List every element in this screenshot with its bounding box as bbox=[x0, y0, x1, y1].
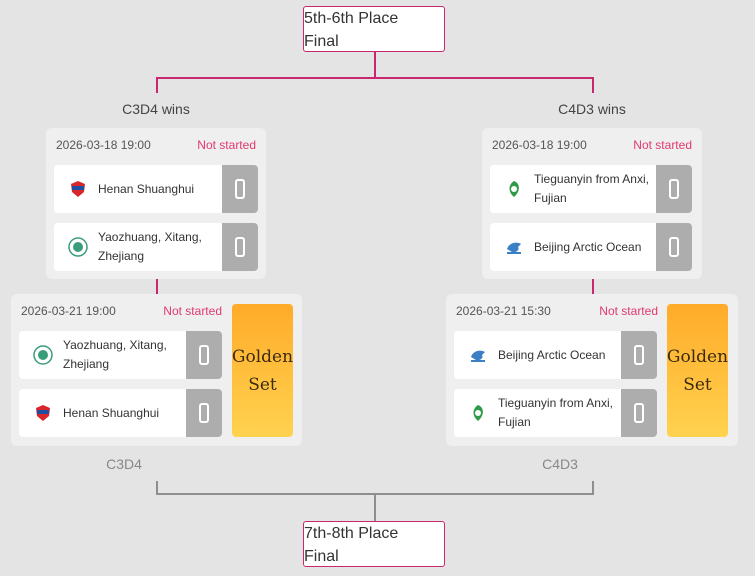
match-status: Not started bbox=[633, 138, 692, 152]
score-digit: 0 bbox=[669, 179, 679, 199]
match-time: 2026-03-18 19:00 bbox=[492, 138, 587, 152]
score-digit: 0 bbox=[634, 345, 644, 365]
match-time: 2026-03-21 19:00 bbox=[21, 304, 116, 318]
match-card-left-lower[interactable]: 2026-03-21 19:00 Not started Yaozhuang, … bbox=[11, 294, 302, 446]
right-wins-label: C4D3 wins bbox=[558, 101, 626, 117]
left-bottom-label: C3D4 bbox=[106, 456, 142, 472]
top-connector-right-drop bbox=[592, 77, 594, 93]
team-name: Tieguanyin from Anxi, Fujian bbox=[534, 172, 649, 205]
team-name: Yaozhuang, Xitang, Zhejiang bbox=[98, 230, 202, 263]
team-row[interactable]: Henan Shuanghui 0 bbox=[54, 165, 258, 213]
team-name: Tieguanyin from Anxi, Fujian bbox=[498, 396, 613, 429]
tieguanyin-anxi-logo-icon bbox=[473, 405, 483, 421]
team-name: Henan Shuanghui bbox=[98, 181, 195, 196]
team-row[interactable]: Tieguanyin from Anxi, Fujian 0 bbox=[490, 165, 692, 213]
beijing-arctic-ocean-logo-icon bbox=[507, 242, 521, 254]
bottom-final-line1: 7th-8th Place bbox=[304, 525, 399, 542]
right-mid-connector bbox=[592, 279, 594, 294]
score-digit: 0 bbox=[669, 237, 679, 257]
yaozhuang-xitang-logo-icon bbox=[33, 345, 53, 365]
team-row[interactable]: Beijing Arctic Ocean 0 bbox=[490, 223, 692, 271]
yaozhuang-xitang-logo-icon bbox=[68, 237, 88, 257]
team-row[interactable]: Yaozhuang, Xitang, Zhejiang 0 bbox=[19, 331, 222, 379]
team-row[interactable]: Beijing Arctic Ocean 0 bbox=[454, 331, 657, 379]
top-connector-left-drop bbox=[156, 77, 158, 93]
team-row[interactable]: Henan Shuanghui 0 bbox=[19, 389, 222, 437]
score-digit: 0 bbox=[199, 403, 209, 423]
tieguanyin-anxi-logo-icon bbox=[509, 181, 519, 197]
team-name: Henan Shuanghui bbox=[63, 405, 160, 420]
bottom-connector-stem bbox=[374, 493, 376, 522]
match-card-right-upper[interactable]: 2026-03-18 19:00 Not started Tieguanyin … bbox=[482, 128, 702, 279]
top-connector-stem bbox=[374, 52, 376, 78]
team-score: 0 bbox=[656, 223, 692, 271]
left-wins-label: C3D4 wins bbox=[122, 101, 190, 117]
top-final-line2: Final bbox=[304, 33, 339, 50]
golden-set-button[interactable]: Golden Set bbox=[667, 304, 728, 437]
match-card-left-upper[interactable]: 2026-03-18 19:00 Not started Henan Shuan… bbox=[46, 128, 266, 279]
match-card-right-lower[interactable]: 2026-03-21 15:30 Not started Beijing Arc… bbox=[446, 294, 738, 446]
team-name: Beijing Arctic Ocean bbox=[534, 239, 642, 254]
golden-set-button[interactable]: Golden Set bbox=[232, 304, 293, 437]
bottom-final-line2: Final bbox=[304, 548, 339, 565]
score-digit: 0 bbox=[199, 345, 209, 365]
team-name: Beijing Arctic Ocean bbox=[498, 347, 606, 362]
team-row[interactable]: Tieguanyin from Anxi, Fujian 0 bbox=[454, 389, 657, 437]
bottom-connector-left-rise bbox=[156, 481, 158, 495]
score-digit: 0 bbox=[235, 237, 245, 257]
team-score: 0 bbox=[186, 389, 222, 437]
match-status: Not started bbox=[599, 304, 658, 318]
top-final-line1: 5th-6th Place bbox=[304, 10, 399, 27]
top-final-box[interactable]: 5th-6th Place Final bbox=[303, 6, 445, 52]
team-row[interactable]: Yaozhuang, Xitang, Zhejiang 0 bbox=[54, 223, 258, 271]
bottom-final-box[interactable]: 7th-8th Place Final bbox=[303, 521, 445, 567]
team-score: 0 bbox=[222, 223, 258, 271]
team-score: 0 bbox=[656, 165, 692, 213]
left-mid-connector bbox=[156, 279, 158, 294]
right-bottom-label: C4D3 bbox=[542, 456, 578, 472]
match-status: Not started bbox=[197, 138, 256, 152]
match-status: Not started bbox=[163, 304, 222, 318]
henan-shuanghui-logo-icon bbox=[36, 405, 50, 421]
top-connector-bar bbox=[156, 77, 594, 79]
score-digit: 0 bbox=[634, 403, 644, 423]
team-score: 0 bbox=[621, 331, 657, 379]
team-score: 0 bbox=[621, 389, 657, 437]
beijing-arctic-ocean-logo-icon bbox=[471, 350, 485, 362]
team-name: Yaozhuang, Xitang, Zhejiang bbox=[63, 338, 167, 371]
team-score: 0 bbox=[186, 331, 222, 379]
henan-shuanghui-logo-icon bbox=[71, 181, 85, 197]
match-time: 2026-03-18 19:00 bbox=[56, 138, 151, 152]
team-score: 0 bbox=[222, 165, 258, 213]
match-time: 2026-03-21 15:30 bbox=[456, 304, 551, 318]
score-digit: 0 bbox=[235, 179, 245, 199]
bottom-connector-right-rise bbox=[592, 481, 594, 495]
